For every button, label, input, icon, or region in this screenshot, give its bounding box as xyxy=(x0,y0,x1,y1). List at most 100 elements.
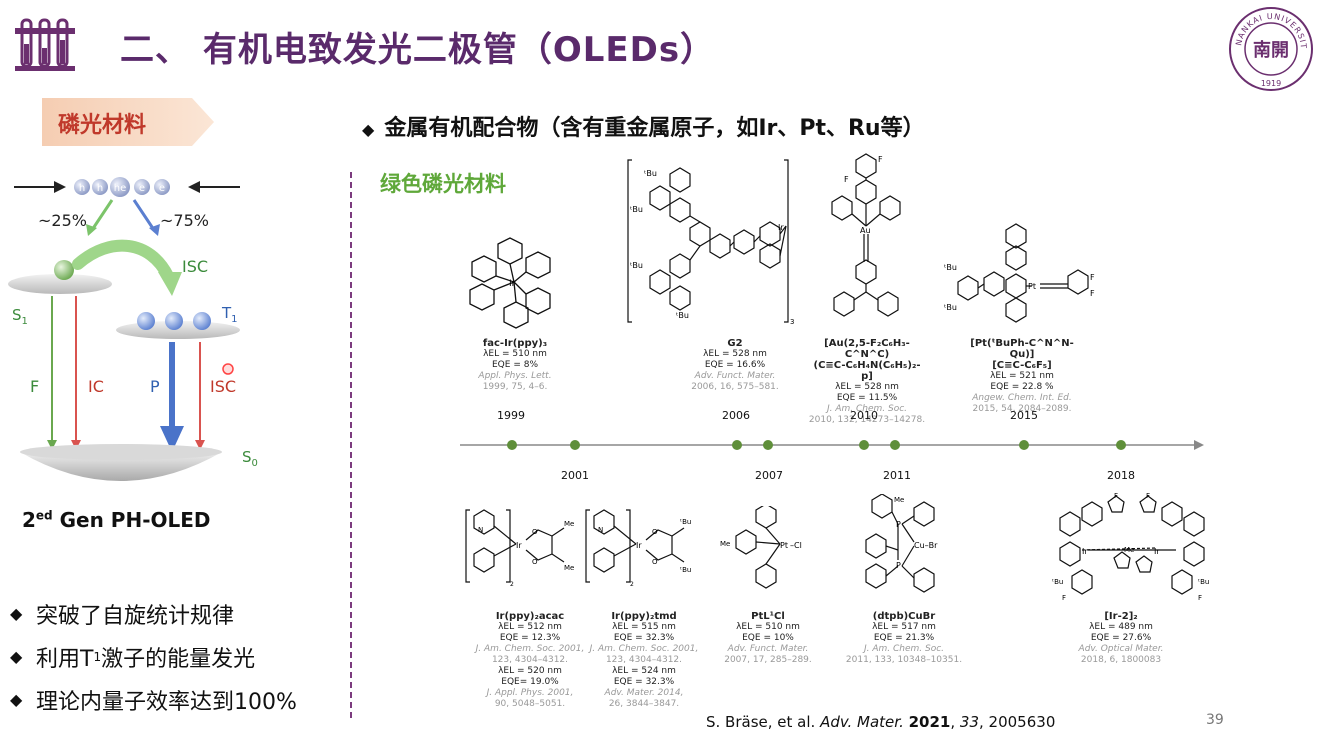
t1-label: T1 xyxy=(221,304,238,325)
svg-text:ᵗBu: ᵗBu xyxy=(680,566,691,574)
svg-text:Ir: Ir xyxy=(516,541,522,550)
molecule-ir-ppy2-tmd: N Ir O O ᵗBu ᵗBu 2 xyxy=(585,509,691,588)
svg-text:h: h xyxy=(79,183,85,194)
singlet-percent: ~25% xyxy=(38,211,87,230)
svg-text:O: O xyxy=(532,558,538,566)
s1-label: S1 xyxy=(12,306,28,327)
svg-text:Ir: Ir xyxy=(636,541,642,550)
card-fac-ir-ppy3: fac-Ir(ppy)₃ λEL = 510 nm EQE = 8% Appl.… xyxy=(478,338,552,392)
nankai-university-logo: NANKAI UNIVERSITY 南開 1919 xyxy=(1228,6,1313,91)
svg-text:P: P xyxy=(896,520,901,529)
energy-diagram: h h he e e ~25% ~75% ISC S1 T1 F IC P IS… xyxy=(8,177,258,481)
svg-text:F: F xyxy=(878,155,883,164)
svg-text:Pt: Pt xyxy=(1028,282,1036,291)
molecule-fac-ir-ppy3: Ir xyxy=(469,237,551,329)
ic-label: IC xyxy=(88,377,104,396)
molecule-g2: ᵗBu ᵗBu ᵗBu ᵗBu Ir 3 xyxy=(627,159,794,326)
svg-text:e: e xyxy=(139,183,145,194)
green-phosphor-subheading: 绿色磷光材料 xyxy=(380,172,506,196)
molecule-au-complex: F F Au xyxy=(831,153,901,317)
badge-shape xyxy=(42,98,214,146)
molecule-ptl1cl: Me Pt –Cl xyxy=(720,506,802,589)
timeline-year-2010: 2010 xyxy=(850,409,878,422)
molecule-ir-2-dimer: ᵗBu ᵗBu Ir Ir F F F F Me xyxy=(1052,492,1209,602)
timeline xyxy=(460,440,1204,450)
svg-text:ᵗBu: ᵗBu xyxy=(944,303,957,312)
svg-text:Ir: Ir xyxy=(1082,547,1088,556)
molecule-ir-ppy2-acac: N Ir O O Me Me 2 xyxy=(465,509,574,588)
timeline-year-2015: 2015 xyxy=(1010,409,1038,422)
svg-text:ᵗBu: ᵗBu xyxy=(944,263,957,272)
svg-text:he: he xyxy=(114,183,127,194)
svg-text:–Cl: –Cl xyxy=(790,541,802,550)
svg-text:Me: Me xyxy=(564,564,574,572)
svg-text:F: F xyxy=(1114,492,1118,500)
card-g2: G2 λEL = 528 nm EQE = 16.6% Adv. Funct. … xyxy=(691,338,779,392)
citation: S. Bräse, et al. Adv. Mater. 2021, 33, 2… xyxy=(706,713,1056,731)
svg-text:Ir: Ir xyxy=(778,223,784,232)
svg-text:ᵗBu: ᵗBu xyxy=(644,169,657,178)
isc-top-label: ISC xyxy=(182,257,208,276)
card-dtpb-cubr: (dtpb)CuBr λEL = 517 nm EQE = 21.3% J. A… xyxy=(845,611,963,665)
svg-text:Ir: Ir xyxy=(1154,547,1160,556)
bullet-spin-statistics: ◆突破了自旋统计规律 xyxy=(10,603,235,629)
bullet-quantum-efficiency: ◆理论内量子效率达到100% xyxy=(10,689,297,715)
section-heading: ◆金属有机配合物（含有重金属原子，如Ir、Pt、Ru等） xyxy=(362,116,925,141)
svg-text:F: F xyxy=(1198,594,1202,602)
svg-text:ᵗBu: ᵗBu xyxy=(630,205,643,214)
particle-row: h h he e e xyxy=(74,177,170,197)
card-ir-2-dimer: [Ir-2]₂ λEL = 489 nm EQE = 27.6% Adv. Op… xyxy=(1078,611,1164,665)
timeline-year-2006: 2006 xyxy=(722,409,750,422)
svg-text:P: P xyxy=(896,561,901,570)
card-ir-ppy2-acac: Ir(ppy)₂acac λEL = 512 nm EQE = 12.3% J.… xyxy=(475,611,585,709)
timeline-year-2007: 2007 xyxy=(755,469,783,482)
svg-text:O: O xyxy=(652,558,658,566)
svg-text:Pt: Pt xyxy=(780,541,788,550)
svg-text:O: O xyxy=(532,528,538,536)
card-pt-complex: [Pt(ᵗBuPh-C^N^N-Qu)] [C≡C-C₆F₅] λEL = 52… xyxy=(970,338,1074,414)
svg-text:2: 2 xyxy=(510,581,514,588)
timeline-year-2018: 2018 xyxy=(1107,469,1135,482)
svg-text:ᵗBu: ᵗBu xyxy=(630,261,643,270)
s0-label: S0 xyxy=(242,448,258,469)
section-divider xyxy=(350,172,352,718)
page-number: 39 xyxy=(1206,712,1224,728)
svg-text:ᵗBu: ᵗBu xyxy=(676,311,689,320)
triplet-percent: ~75% xyxy=(160,211,209,230)
svg-text:e: e xyxy=(159,183,165,194)
svg-text:Cu–Br: Cu–Br xyxy=(914,541,938,550)
svg-text:Me: Me xyxy=(720,540,730,548)
logo-chars: 南開 xyxy=(1253,39,1289,61)
svg-text:Me: Me xyxy=(1124,546,1134,554)
svg-text:2: 2 xyxy=(630,581,634,588)
card-au-complex: [Au(2,5-F₂C₆H₃-C^N^C) (C≡C-C₆H₄N(C₆H₅)₂-… xyxy=(808,338,926,425)
card-ptl1cl: PtL¹Cl λEL = 510 nm EQE = 10% Adv. Funct… xyxy=(724,611,812,665)
page-title: 二、 有机电致发光二极管（OLEDs） xyxy=(120,30,716,70)
svg-text:F: F xyxy=(1090,289,1095,298)
timeline-year-2001: 2001 xyxy=(561,469,589,482)
svg-text:O: O xyxy=(652,528,658,536)
card-ir-ppy2-tmd: Ir(ppy)₂tmd λEL = 515 nm EQE = 32.3% J. … xyxy=(589,611,699,709)
svg-text:Me: Me xyxy=(564,520,574,528)
svg-text:3: 3 xyxy=(790,318,794,326)
fluorescence-label: F xyxy=(30,377,39,396)
svg-text:Au: Au xyxy=(860,226,871,235)
svg-text:F: F xyxy=(1146,492,1150,500)
phosphorescent-badge: 磷光材料 xyxy=(58,113,147,138)
timeline-year-1999: 1999 xyxy=(497,409,525,422)
svg-text:F: F xyxy=(844,175,849,184)
svg-text:h: h xyxy=(97,183,103,194)
gen-label: 2ed Gen PH-OLED xyxy=(22,508,211,532)
svg-text:Me: Me xyxy=(894,496,904,504)
logo-year: 1919 xyxy=(1261,79,1281,88)
molecule-pt-complex: ᵗBu ᵗBu Pt F F xyxy=(944,223,1095,323)
svg-text:F: F xyxy=(1062,594,1066,602)
molecule-dtpb-cubr: Me P P Cu–Br xyxy=(865,494,938,593)
timeline-year-2011: 2011 xyxy=(883,469,911,482)
phosphorescence-label: P xyxy=(150,377,160,396)
isc-bottom-label: ISC xyxy=(210,377,236,396)
svg-text:N: N xyxy=(478,526,483,534)
svg-text:F: F xyxy=(1090,273,1095,282)
